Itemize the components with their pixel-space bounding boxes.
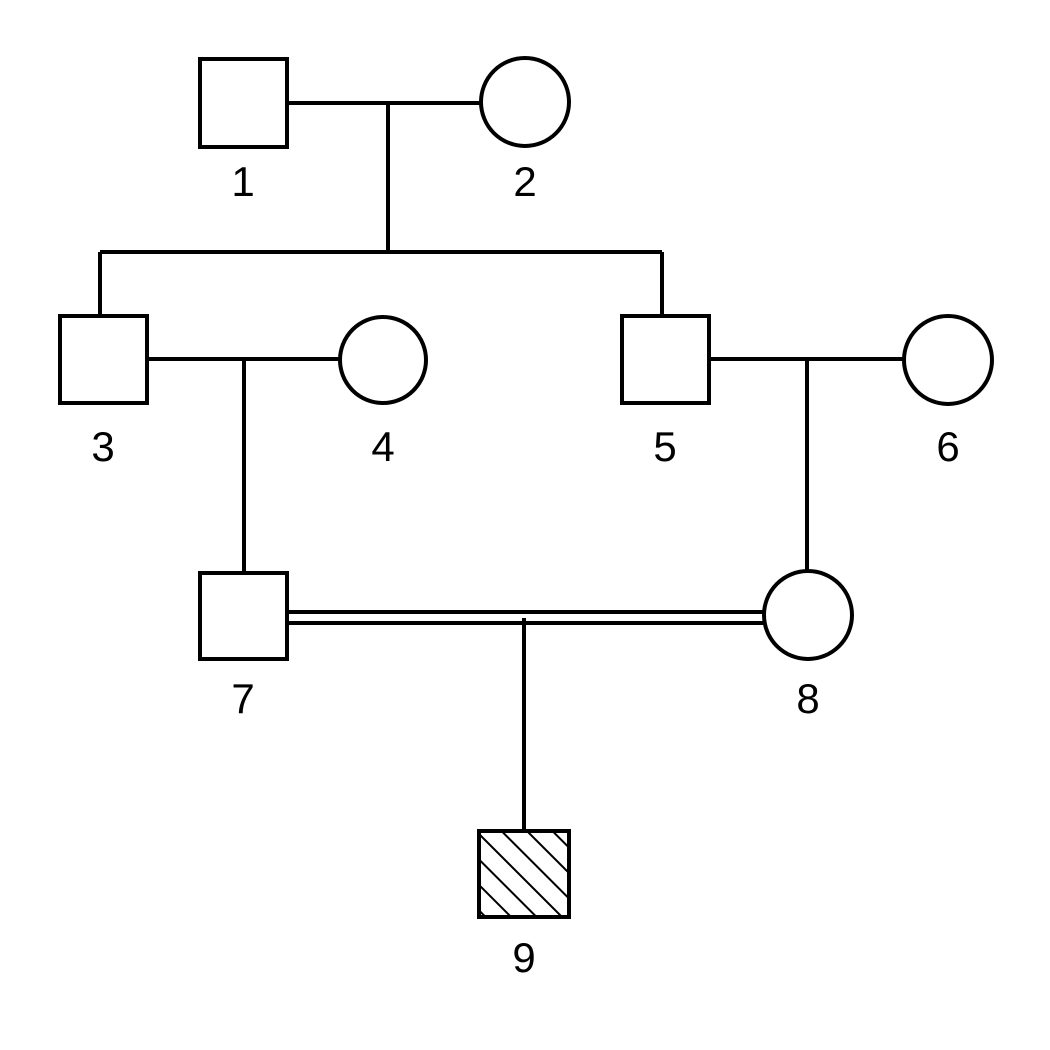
individual-4-label: 4	[371, 423, 394, 470]
generation-2-group: 3 4 5 6	[58, 314, 994, 573]
individual-1-label: 1	[231, 158, 254, 205]
individual-2-label: 2	[513, 158, 536, 205]
individual-9-label: 9	[512, 934, 535, 981]
individual-9-symbol-male-square-affected[interactable]	[477, 829, 571, 919]
individual-3-label: 3	[91, 423, 114, 470]
individual-4-symbol-female-circle[interactable]	[338, 315, 428, 405]
generation-4-group: 9	[477, 829, 571, 981]
generation-3-group: 7 8	[198, 569, 854, 831]
individual-8-label: 8	[796, 675, 819, 722]
individual-8-symbol-female-circle[interactable]	[762, 569, 854, 661]
individual-6-symbol-female-circle[interactable]	[902, 314, 994, 406]
individual-6-label: 6	[936, 423, 959, 470]
generation-1-group: 1 2	[98, 56, 664, 316]
individual-1-symbol-male-square[interactable]	[198, 57, 289, 149]
individual-7-label: 7	[231, 675, 254, 722]
individual-7-symbol-male-square[interactable]	[198, 571, 289, 661]
individual-2-symbol-female-circle[interactable]	[479, 56, 571, 148]
individual-5-symbol-male-square[interactable]	[620, 314, 711, 405]
individual-3-symbol-male-square[interactable]	[58, 314, 149, 405]
individual-5-label: 5	[653, 423, 676, 470]
